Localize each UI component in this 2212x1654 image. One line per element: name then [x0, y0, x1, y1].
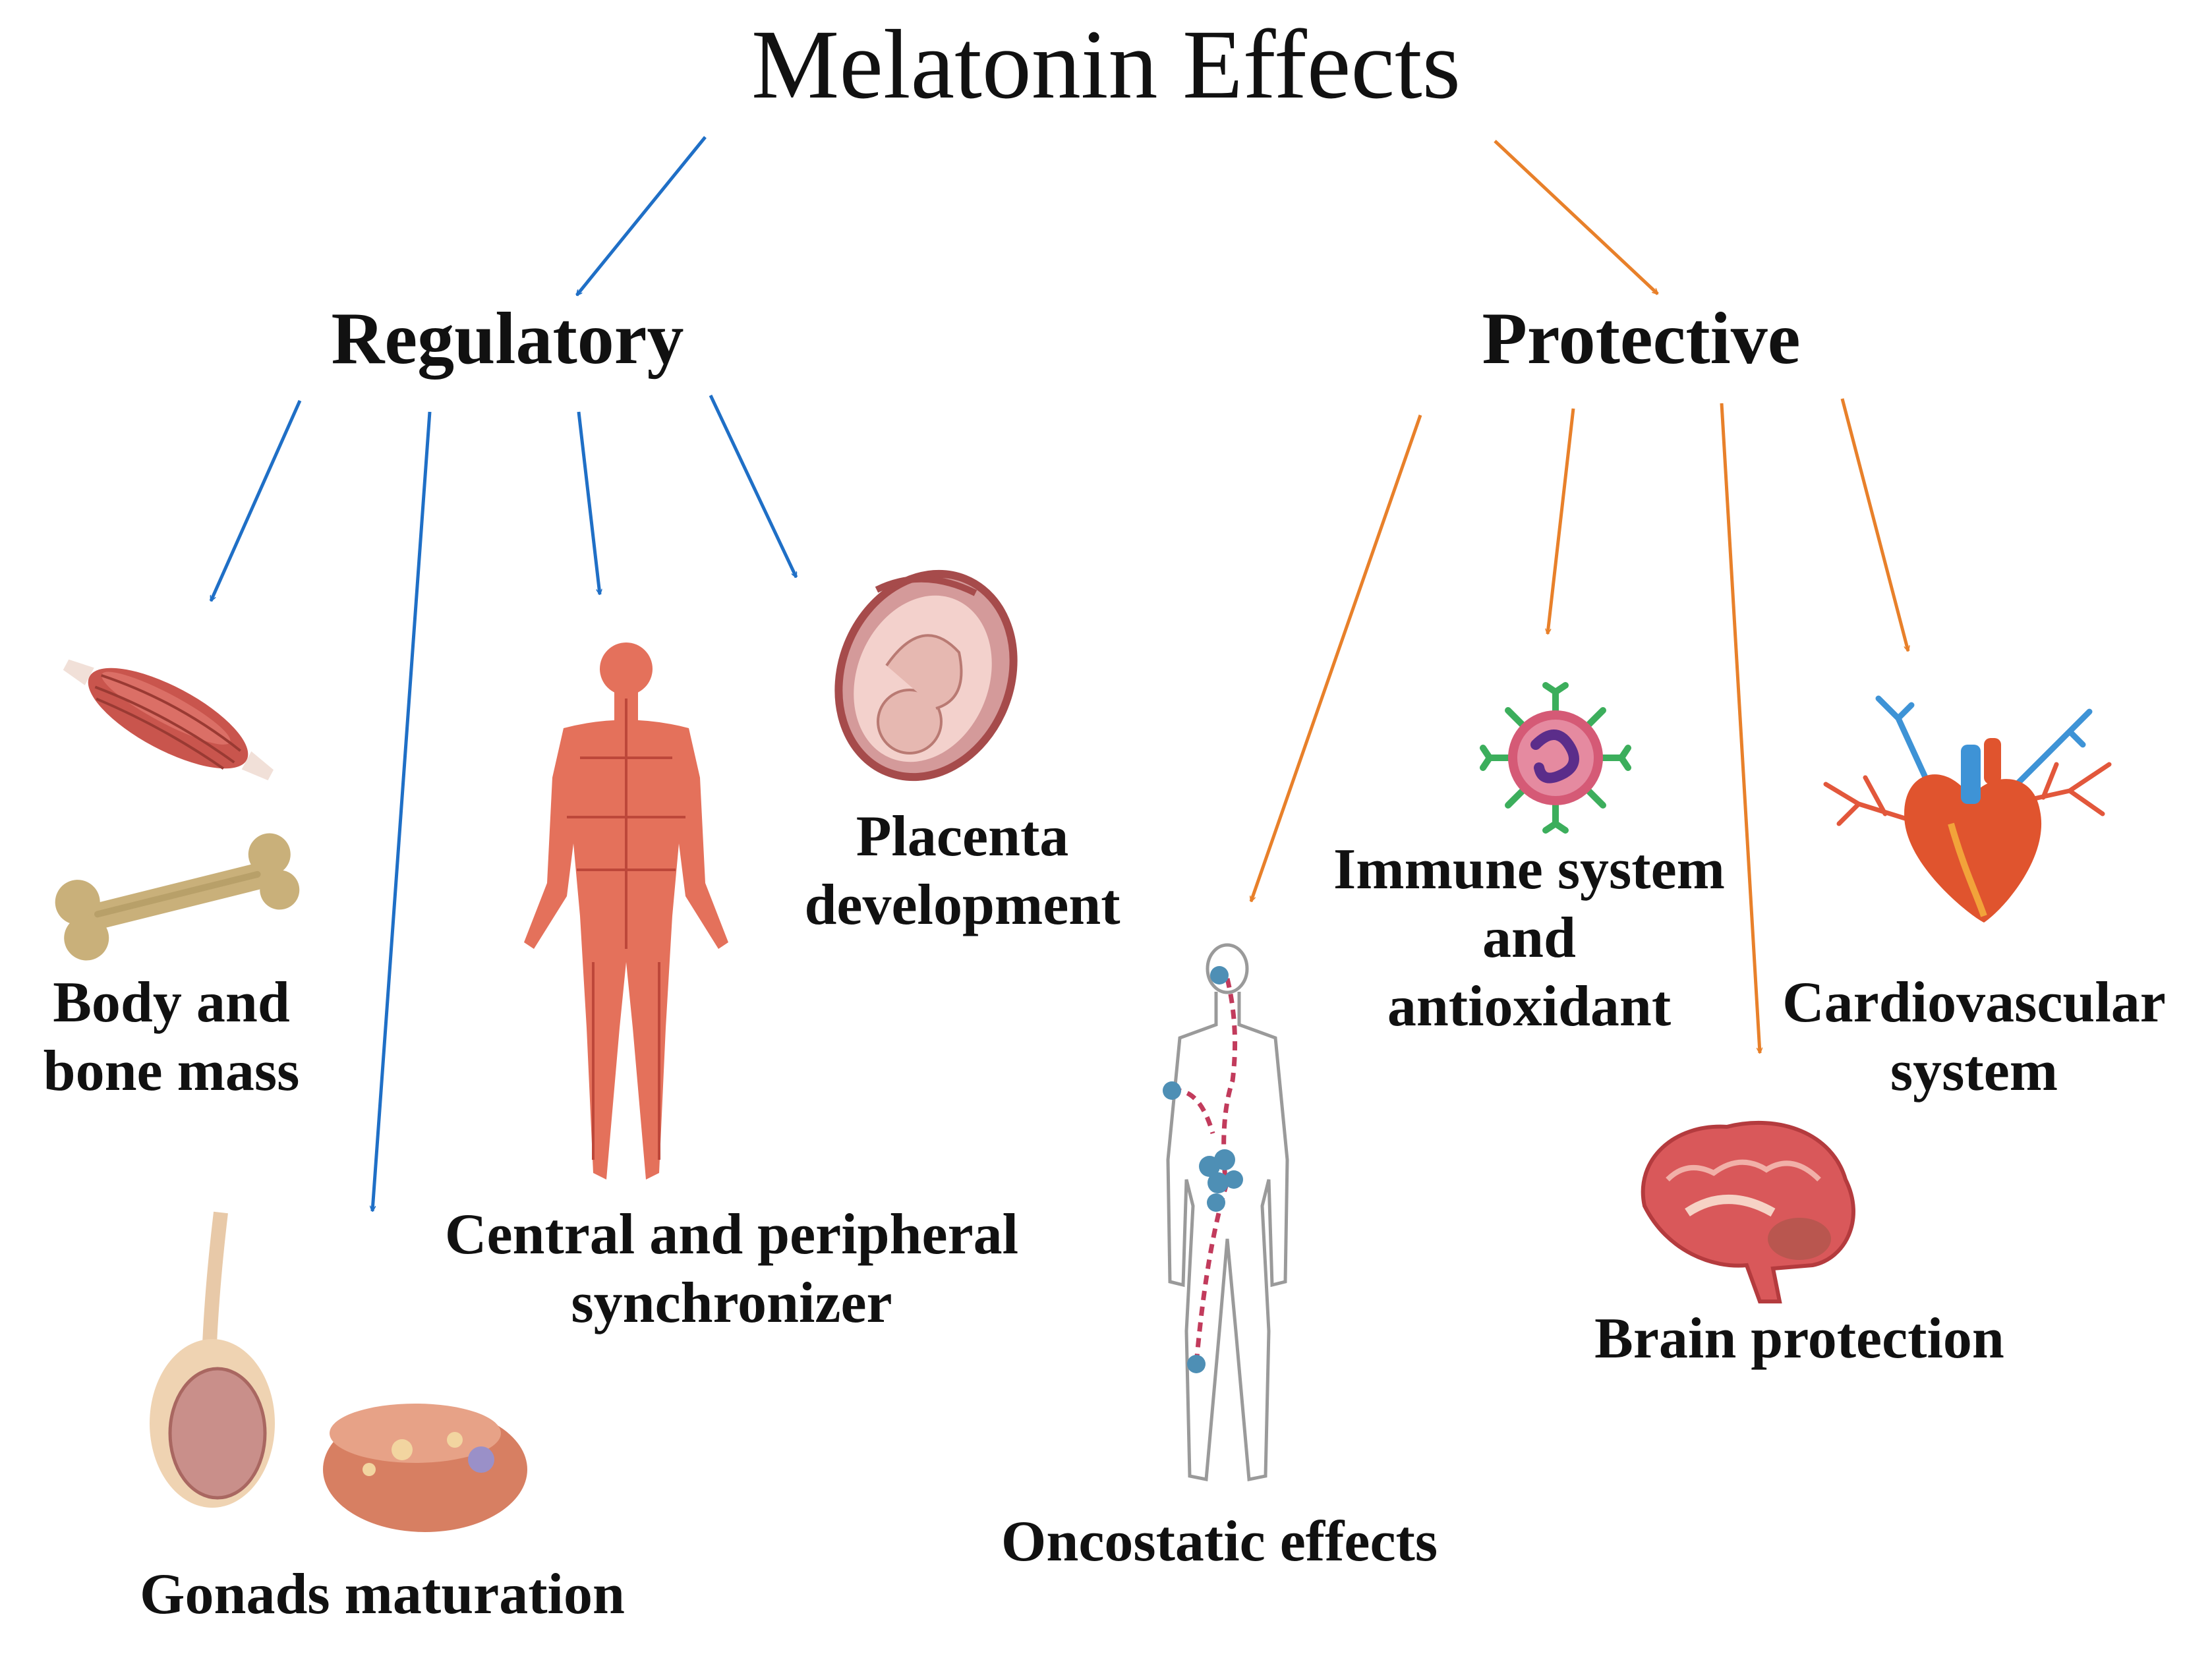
arrow-regulatory-to-placenta: [709, 394, 798, 577]
arrow-regulatory-to-central: [577, 411, 600, 594]
ovary-icon: [323, 1404, 527, 1532]
nervous-system-body-icon: [524, 642, 728, 1180]
arrow-protective-to-immune: [1548, 408, 1575, 634]
bone-icon: [55, 833, 300, 961]
arrow-regulatory-to-gonads: [372, 411, 432, 1211]
arrow-protective-to-brain: [1720, 403, 1760, 1053]
brain-icon: [1641, 1120, 1855, 1303]
heart-icon: [1823, 695, 2112, 923]
body-bone-mass-label: Body and bone mass: [43, 971, 300, 1103]
arrow-title-to-regulatory: [575, 136, 707, 295]
testis-icon: [150, 1211, 275, 1508]
protective-heading: Protective: [1482, 298, 1801, 380]
gonads-maturation-label: Gonads maturation: [140, 1562, 625, 1626]
arrow-protective-to-oncostatic: [1249, 414, 1422, 901]
regulatory-arrows: [209, 136, 798, 1211]
regulatory-heading: Regulatory: [331, 298, 684, 380]
cardiovascular-system-label: Cardiovascular system: [1782, 971, 2166, 1103]
arrow-protective-to-cardio: [1840, 398, 1908, 651]
oncostatic-effects-label: Oncostatic effects: [1001, 1510, 1438, 1574]
brain-protection-label: Brain protection: [1594, 1307, 2004, 1371]
muscle-icon: [63, 659, 274, 781]
placenta-development-label: Placenta development: [804, 805, 1121, 937]
immune-cell-icon: [1480, 682, 1631, 834]
fetus-icon: [834, 569, 1018, 782]
arrow-regulatory-to-body: [209, 399, 302, 601]
protective-arrows: [1249, 140, 1908, 1053]
diagram-title: Melatonin Effects: [751, 10, 1461, 119]
cancer-metastasis-body-icon: [1163, 943, 1289, 1481]
immune-antioxidant-label: Immune system and antioxidant: [1333, 838, 1725, 1039]
central-peripheral-synchronizer-label: Central and peripheral synchronizer: [444, 1203, 1019, 1335]
arrow-title-to-protective: [1494, 140, 1658, 295]
